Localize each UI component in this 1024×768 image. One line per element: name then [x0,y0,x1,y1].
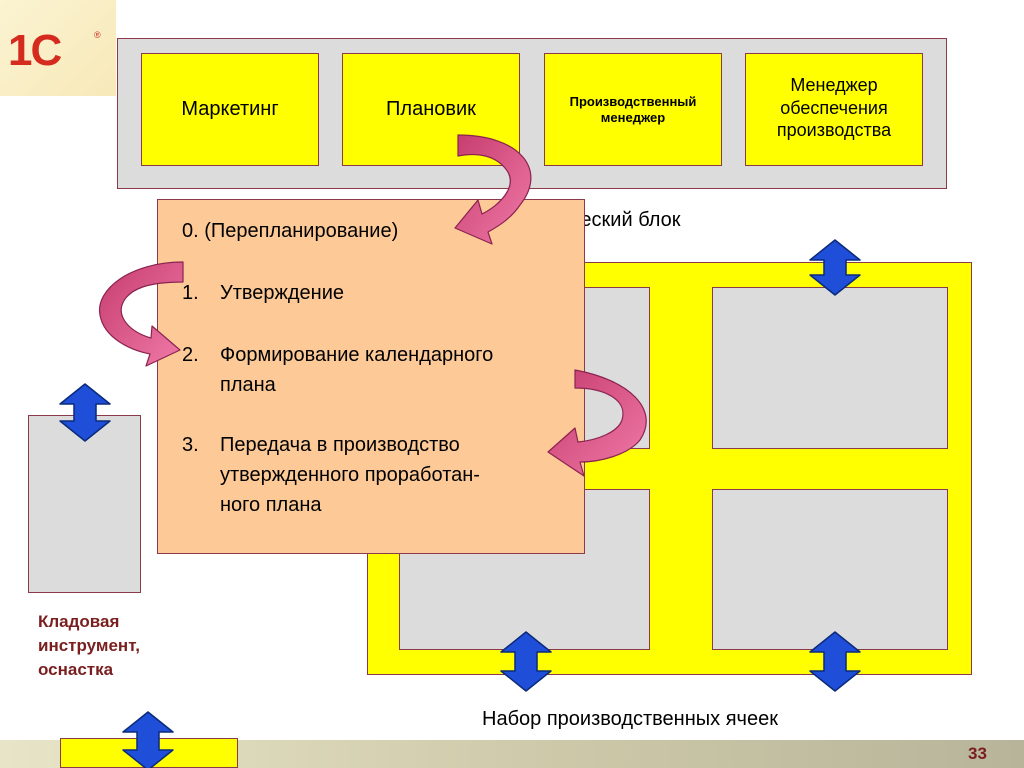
step-3-line-1: Передача в производство [220,434,460,456]
curved-arrow-icon [547,369,647,477]
warehouse-box [28,415,141,593]
double-arrow-icon [59,383,111,442]
step-2-number: 2. [182,344,199,366]
logo-1c: 1С [8,26,62,75]
double-arrow-icon [809,239,861,296]
step-0-text: 0. (Перепланирование) [182,220,399,242]
step-1-text: Утверждение [220,282,345,304]
role-production-manager: Производственный менеджер [544,53,722,166]
step-3: 3. Передача в производство утвержденного … [182,430,480,520]
role-production-manager-label: Производственный менеджер [569,94,697,126]
step-1: 1. Утверждение [182,278,344,308]
role-planner-label: Плановик [386,98,476,120]
step-3-number: 3. [182,434,199,456]
step-2-line-2: плана [220,374,276,396]
logo-registered-mark: ® [94,30,101,40]
tech-block-label: ческий блок [570,209,681,231]
role-marketing-label: Маркетинг [181,98,279,120]
step-1-number: 1. [182,282,199,304]
warehouse-label: Кладовая инструмент, оснастка [38,612,140,679]
planning-steps-box: 0. (Перепланирование) 1. Утверждение 2. Фо… [157,199,585,554]
production-cell-2 [712,287,948,449]
curved-arrow-icon [454,134,532,245]
double-arrow-icon [122,711,174,768]
role-marketing: Маркетинг [141,53,319,166]
production-cells-label: Набор производственных ячеек [482,708,778,730]
role-supply-manager-label: Менеджер обеспечения производства [776,75,892,140]
logo-background [0,0,116,96]
double-arrow-icon [809,631,861,692]
page-number: 33 [968,744,987,763]
double-arrow-icon [500,631,552,692]
step-3-line-3: ного плана [220,494,322,516]
curved-arrow-icon [98,261,184,367]
step-2: 2. Формирование календарного плана [182,340,493,400]
role-supply-manager: Менеджер обеспечения производства [745,53,923,166]
step-0: 0. (Перепланирование) [182,216,398,246]
production-cell-4 [712,489,948,650]
step-3-line-2: утвержденного проработан- [220,464,480,486]
step-2-line-1: Формирование календарного [220,344,494,366]
